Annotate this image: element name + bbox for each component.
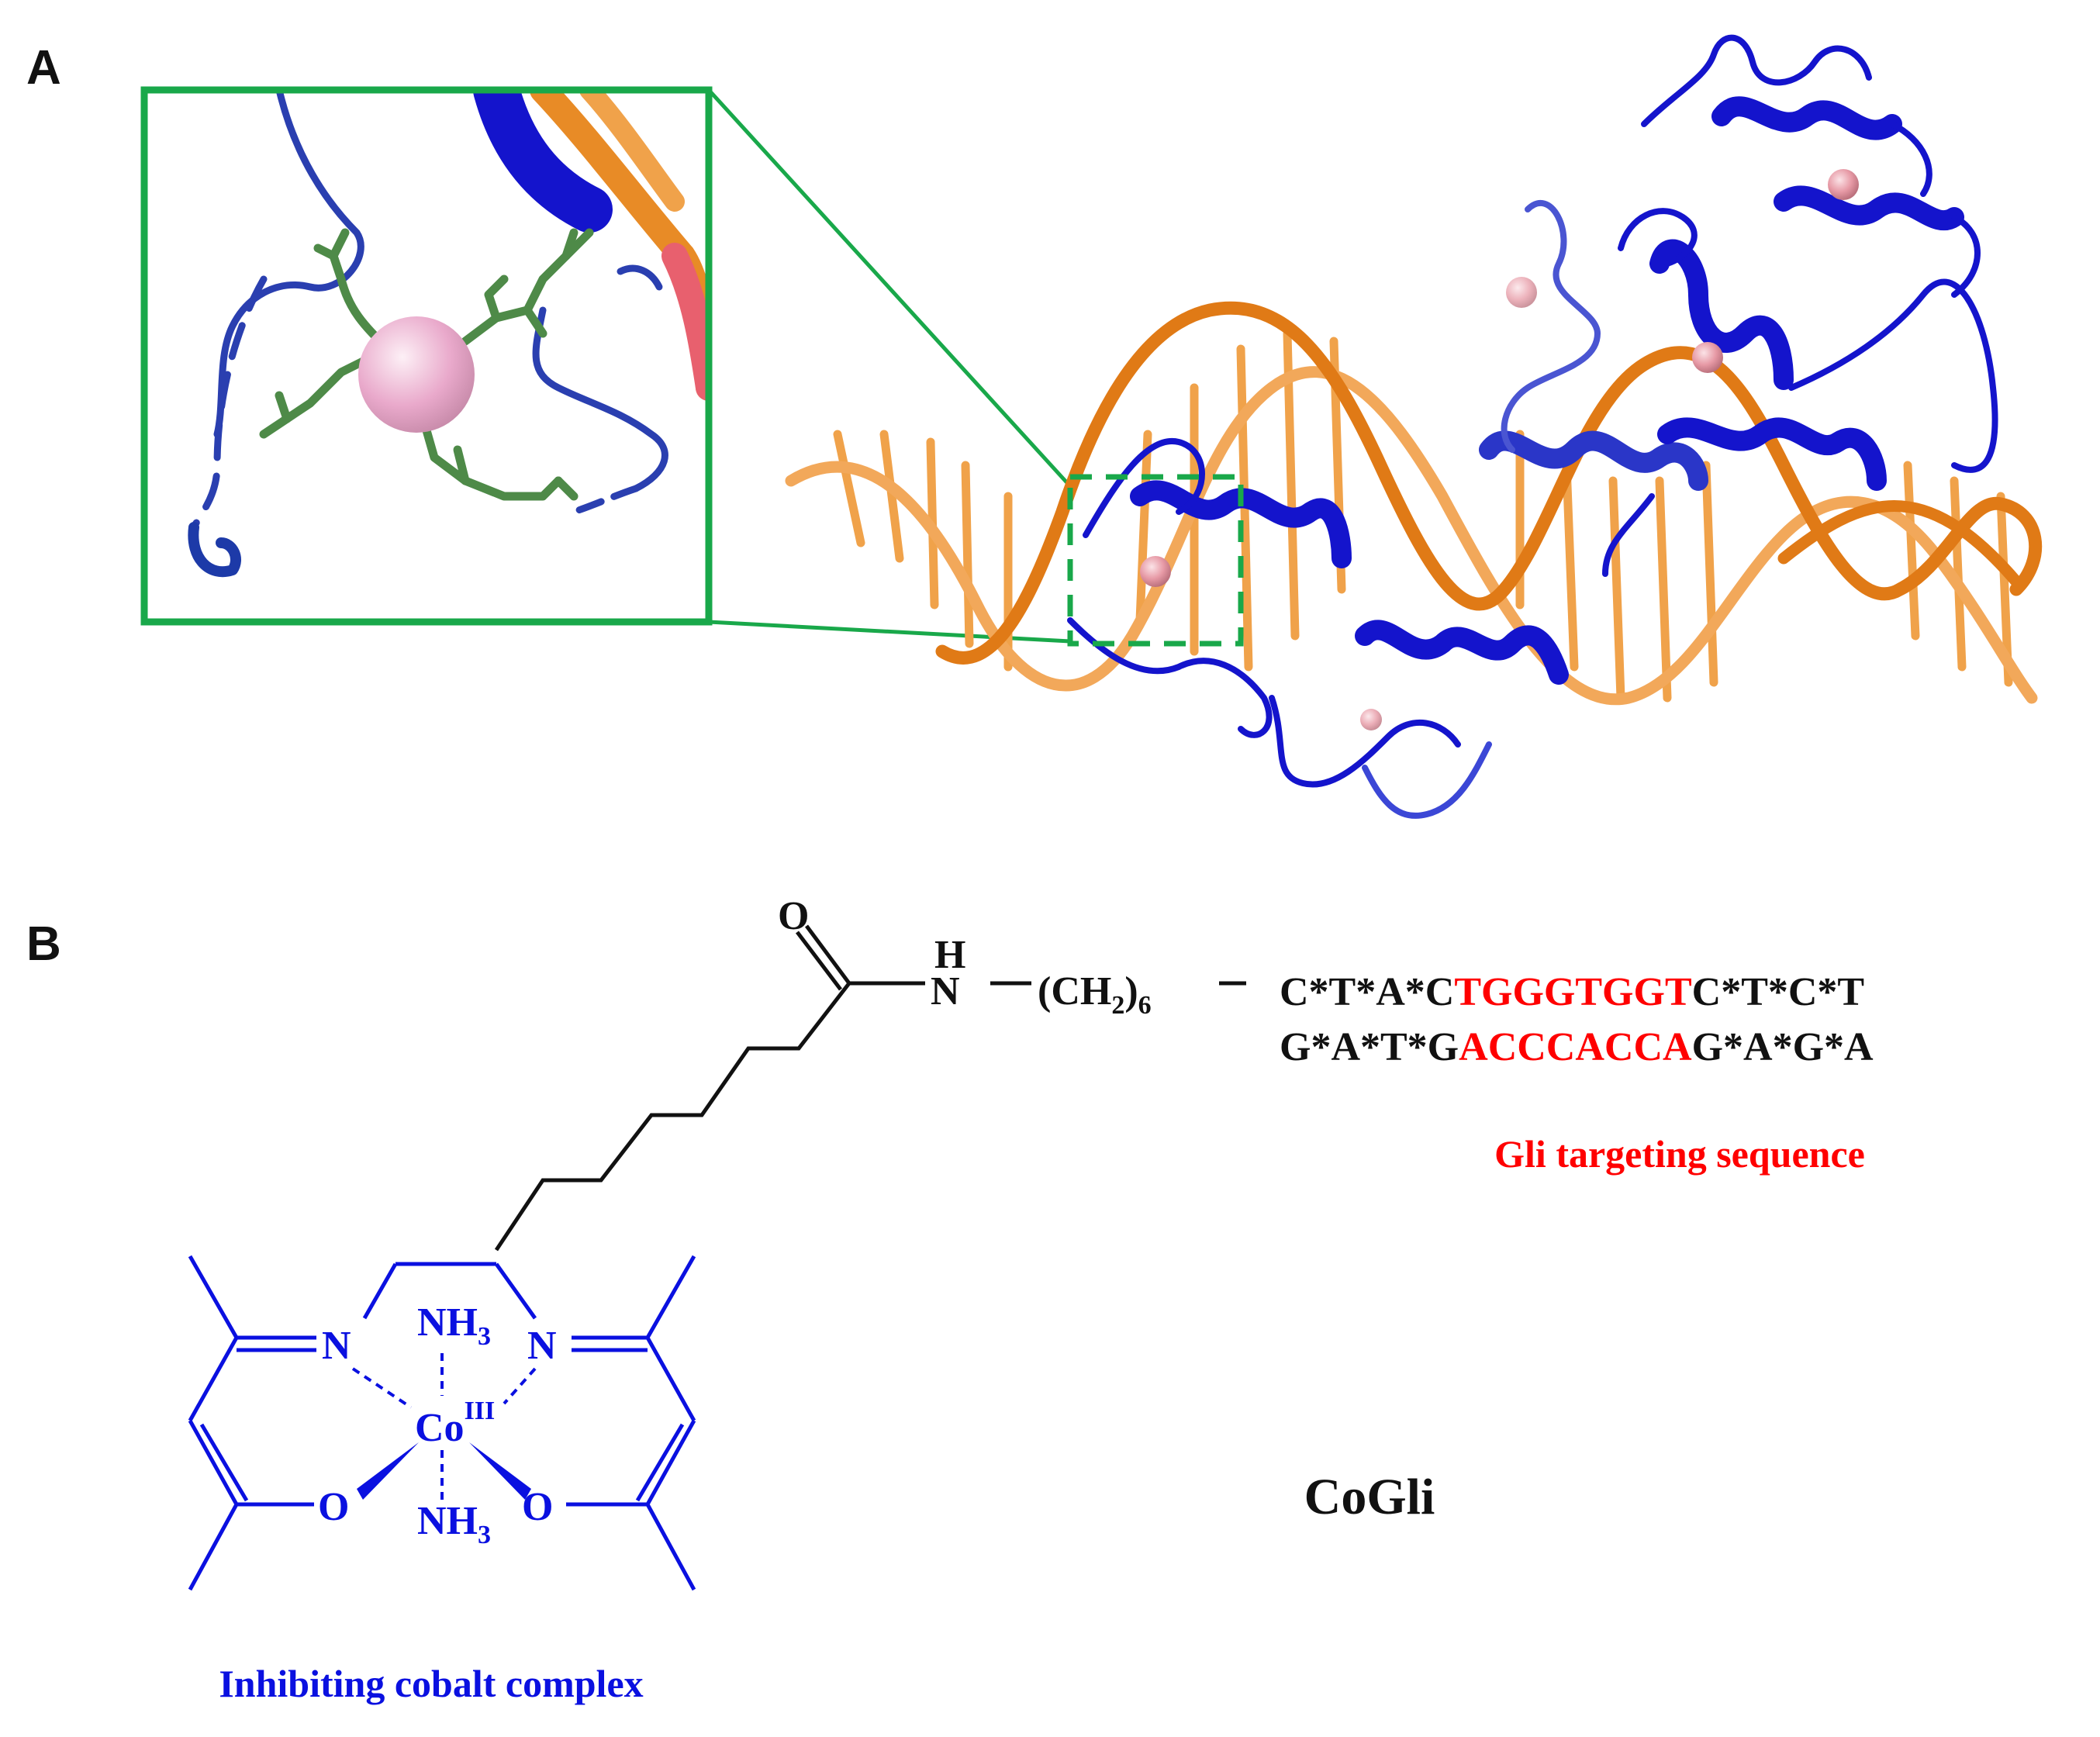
zinc-sphere — [1140, 556, 1171, 587]
carbonyl-oxygen: O — [778, 894, 809, 938]
amide-nitrogen: N — [931, 969, 960, 1014]
cobalt-center: CoIII — [415, 1397, 495, 1450]
ammine-top: NH3 — [417, 1300, 491, 1351]
inset-protein-ribbon — [473, 90, 613, 233]
phenolate-oxygen-right: O — [522, 1485, 553, 1529]
oligo-sequence: C*T*A*CTGGGTGGTC*T*C*T G*A*T*GACCCACCAG*… — [1280, 970, 1874, 1069]
compound-name: CoGli — [1304, 1469, 1435, 1525]
seq-bottom-target: ACCCACCA — [1459, 1025, 1692, 1069]
cobalt-complex: N N NH3 CoIII NH3 O O — [188, 1255, 696, 1591]
imine-nitrogen-right: N — [527, 1324, 557, 1368]
seq-top-target: TGGGTGGT — [1454, 970, 1691, 1014]
zoom-inset — [140, 86, 713, 626]
inset-zinc-sphere — [358, 316, 475, 433]
ammine-bottom: NH3 — [417, 1499, 491, 1549]
protein-ribbon — [1067, 34, 1998, 819]
seq-top-right: C*T*C*T — [1692, 970, 1864, 1014]
wedge-bond-left — [357, 1442, 419, 1500]
panel-a-label: A — [26, 41, 61, 95]
zinc-sphere — [1360, 709, 1382, 730]
sequence-bottom-strand: G*A*T*GACCCACCAG*A*G*A — [1280, 1025, 1874, 1069]
zinc-sphere — [1506, 277, 1537, 308]
imine-nitrogen-left: N — [322, 1324, 351, 1368]
zoom-highlight-box — [1067, 474, 1244, 647]
dna-helix — [785, 301, 2043, 706]
dna-strand-back — [785, 366, 2038, 706]
zoom-connector-lines — [707, 88, 1072, 644]
zinc-sphere — [1692, 342, 1723, 373]
seq-bottom-right: G*A*G*A — [1692, 1025, 1874, 1069]
dna-strand-front — [935, 301, 2043, 665]
amide-linker: O H N (CH2)6 — [778, 894, 1152, 1020]
gli-caption: Gli targeting sequence — [1494, 1132, 1865, 1176]
dna-strand-end — [1777, 500, 2022, 588]
zinc-sphere — [1828, 169, 1859, 200]
hexyl-linker: (CH2)6 — [1038, 969, 1152, 1020]
alkyl-chain — [494, 924, 1246, 1252]
panel-b-label: B — [26, 917, 61, 971]
phenolate-oxygen-left: O — [318, 1485, 349, 1529]
sequence-top-strand: C*T*A*CTGGGTGGTC*T*C*T — [1280, 970, 1864, 1014]
zinc-ions — [1140, 169, 1859, 730]
amide-hydrogen: H — [934, 933, 965, 977]
seq-bottom-left: G*A*T*G — [1280, 1025, 1459, 1069]
wedge-bond-right — [469, 1442, 531, 1500]
seq-top-left: C*T*A*C — [1280, 970, 1454, 1014]
complex-caption: Inhibiting cobalt complex — [219, 1662, 643, 1705]
